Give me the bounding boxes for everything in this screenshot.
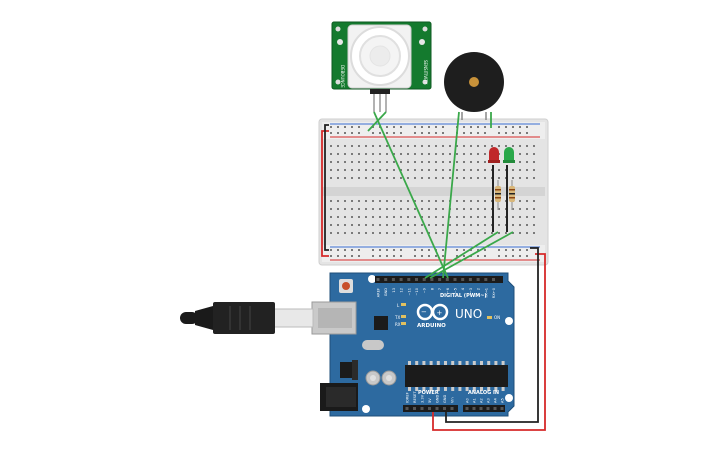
pir-lens-icon [347, 24, 412, 89]
digital-pin-label: 13 [392, 288, 396, 293]
board-brand: ARDUINO [417, 323, 446, 329]
analog-pin-label: A3 [487, 398, 491, 403]
analog-pin-label: A2 [480, 398, 484, 403]
power-pin-label: GND [443, 395, 447, 403]
pir-right-text: SENSITIVITY [423, 60, 428, 85]
led-rx-label: RX [395, 322, 401, 327]
digital-pin-label: ~5 [454, 288, 458, 293]
svg-text:+: + [437, 309, 443, 317]
led-l-label: L [397, 303, 400, 308]
digital-pin-label: ~6 [446, 287, 450, 293]
digital-pin-label: RX←0 [492, 287, 496, 298]
resistor-1[interactable] [495, 180, 501, 210]
digital-pin-label: TX→1 [484, 288, 488, 299]
digital-pin-label: ~11 [407, 288, 411, 296]
analog-pin-label: A0 [466, 398, 470, 403]
digital-pin-label: 4 [461, 287, 465, 290]
resistor-2[interactable] [509, 180, 515, 210]
digital-pin-label: ~3 [469, 288, 473, 293]
svg-text:−: − [421, 308, 427, 316]
usb-plug-icon[interactable] [180, 302, 314, 334]
digital-pin-label: ~9 [423, 287, 427, 293]
buzzer-icon[interactable] [444, 52, 504, 120]
digital-pin-label: 8 [430, 287, 434, 290]
led-green[interactable] [503, 147, 515, 163]
analog-pin-label: A5 [501, 398, 505, 403]
power-header-title: POWER [418, 390, 439, 396]
atmega-chip-pins [408, 361, 505, 391]
digital-pin-label: 7 [438, 288, 442, 290]
pir-sensor[interactable]: DEBOUNCE SENSITIVITY [331, 21, 432, 112]
digital-header[interactable] [376, 278, 496, 281]
digital-pin-label: AREF [377, 288, 381, 297]
digital-pin-label: GND [384, 288, 388, 296]
wire-pir-to-pin[interactable] [367, 111, 514, 279]
power-pin-label: 3.3V [421, 394, 425, 403]
analog-pin-label: A4 [494, 398, 498, 403]
digital-pin-label: ~10 [415, 287, 419, 295]
led-wire-black[interactable] [492, 165, 508, 232]
led-tx-label: TX [394, 315, 400, 320]
power-pin-label: Vin [451, 397, 455, 403]
power-pin-label: IOREF [406, 392, 410, 403]
board-name: UNO [455, 307, 482, 321]
digital-pin-label: 12 [400, 288, 404, 293]
power-pin-label: RESET [413, 391, 417, 403]
digital-header-title: DIGITAL (PWM~) [440, 293, 487, 299]
wire-black-gnd[interactable] [324, 124, 539, 423]
analog-pin-label: A1 [473, 398, 477, 403]
on-label: ON [494, 315, 500, 320]
arduino-infinity-logo-icon: − + [416, 303, 449, 321]
pir-left-text: DEBOUNCE [340, 65, 345, 88]
digital-pin-label: 2 [477, 288, 481, 290]
power-pin-label: GND [436, 395, 440, 403]
led-red[interactable] [488, 147, 500, 163]
analog-header-title: ANALOG IN [468, 390, 499, 396]
power-pin-label: 5V [428, 398, 432, 403]
